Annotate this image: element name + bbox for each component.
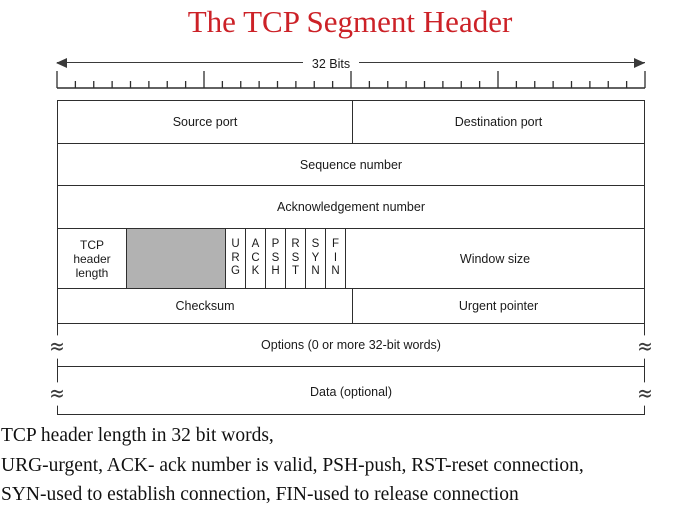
field-label: Sequence number	[299, 157, 403, 172]
field-label: Source port	[172, 115, 238, 129]
note-line-1: TCP header length in 32 bit words,	[1, 425, 274, 446]
field-urgent-pointer: Urgent pointer	[353, 289, 644, 323]
row-flags: TCP header length U R G A C K P S H R S …	[58, 229, 644, 289]
bits-label: 32 Bits	[302, 57, 360, 71]
row-ports: Source port Destination port	[58, 101, 644, 144]
row-sequence: Sequence number	[58, 144, 644, 186]
row-acknowledgement: Acknowledgement number	[58, 186, 644, 229]
row-options: Options (0 or more 32-bit words)	[58, 324, 644, 367]
field-flag-psh: P S H	[266, 229, 286, 288]
field-checksum: Checksum	[58, 289, 353, 323]
break-mark-icon: ≈	[47, 379, 67, 408]
bit-ruler	[56, 71, 646, 89]
field-options: Options (0 or more 32-bit words)	[58, 324, 644, 366]
field-label: Urgent pointer	[458, 299, 539, 313]
field-label: Destination port	[454, 115, 543, 129]
note-line-2: URG-urgent, ACK- ack number is valid, PS…	[1, 454, 584, 476]
field-source-port: Source port	[58, 101, 353, 143]
flag-label: P S H	[271, 238, 280, 278]
footnotes: TCP header length in 32 bit words, URG-u…	[1, 421, 699, 510]
break-mark-icon: ≈	[635, 332, 655, 361]
break-mark-icon: ≈	[635, 379, 655, 408]
note-line-3: SYN-used to establish connection, FIN-us…	[1, 484, 519, 505]
flag-label: F I N	[331, 238, 340, 278]
field-label: TCP header length	[73, 237, 111, 280]
flag-label: R S T	[291, 238, 300, 278]
field-label: Data (optional)	[310, 384, 392, 399]
tcp-header-table: Source port Destination port Sequence nu…	[57, 100, 645, 415]
field-sequence-number: Sequence number	[58, 144, 644, 185]
field-label: Window size	[459, 251, 531, 266]
field-flag-fin: F I N	[326, 229, 346, 288]
flag-label: U R G	[231, 238, 240, 278]
field-acknowledgement-number: Acknowledgement number	[58, 186, 644, 228]
field-destination-port: Destination port	[353, 101, 644, 143]
page-title: The TCP Segment Header	[187, 4, 513, 39]
field-label: Options (0 or more 32-bit words)	[261, 338, 441, 352]
break-mark-icon: ≈	[47, 332, 67, 361]
arrow-left-icon	[56, 58, 67, 68]
field-data: Data (optional)	[58, 367, 644, 416]
field-flag-urg: U R G	[226, 229, 246, 288]
flag-label: S Y N	[311, 238, 320, 278]
flag-label: A C K	[251, 238, 260, 278]
field-window-size: Window size	[346, 229, 644, 288]
arrow-right-icon	[634, 58, 645, 68]
field-flag-rst: R S T	[286, 229, 306, 288]
field-tcp-header-length: TCP header length	[58, 229, 127, 288]
field-reserved	[127, 229, 226, 288]
field-label: Checksum	[175, 299, 235, 313]
field-flag-ack: A C K	[246, 229, 266, 288]
row-checksum: Checksum Urgent pointer	[58, 289, 644, 324]
field-flag-syn: S Y N	[306, 229, 326, 288]
row-data: Data (optional)	[58, 367, 644, 416]
bits-label-wrap: 32 Bits	[0, 55, 662, 73]
field-label: Acknowledgement number	[277, 200, 425, 214]
